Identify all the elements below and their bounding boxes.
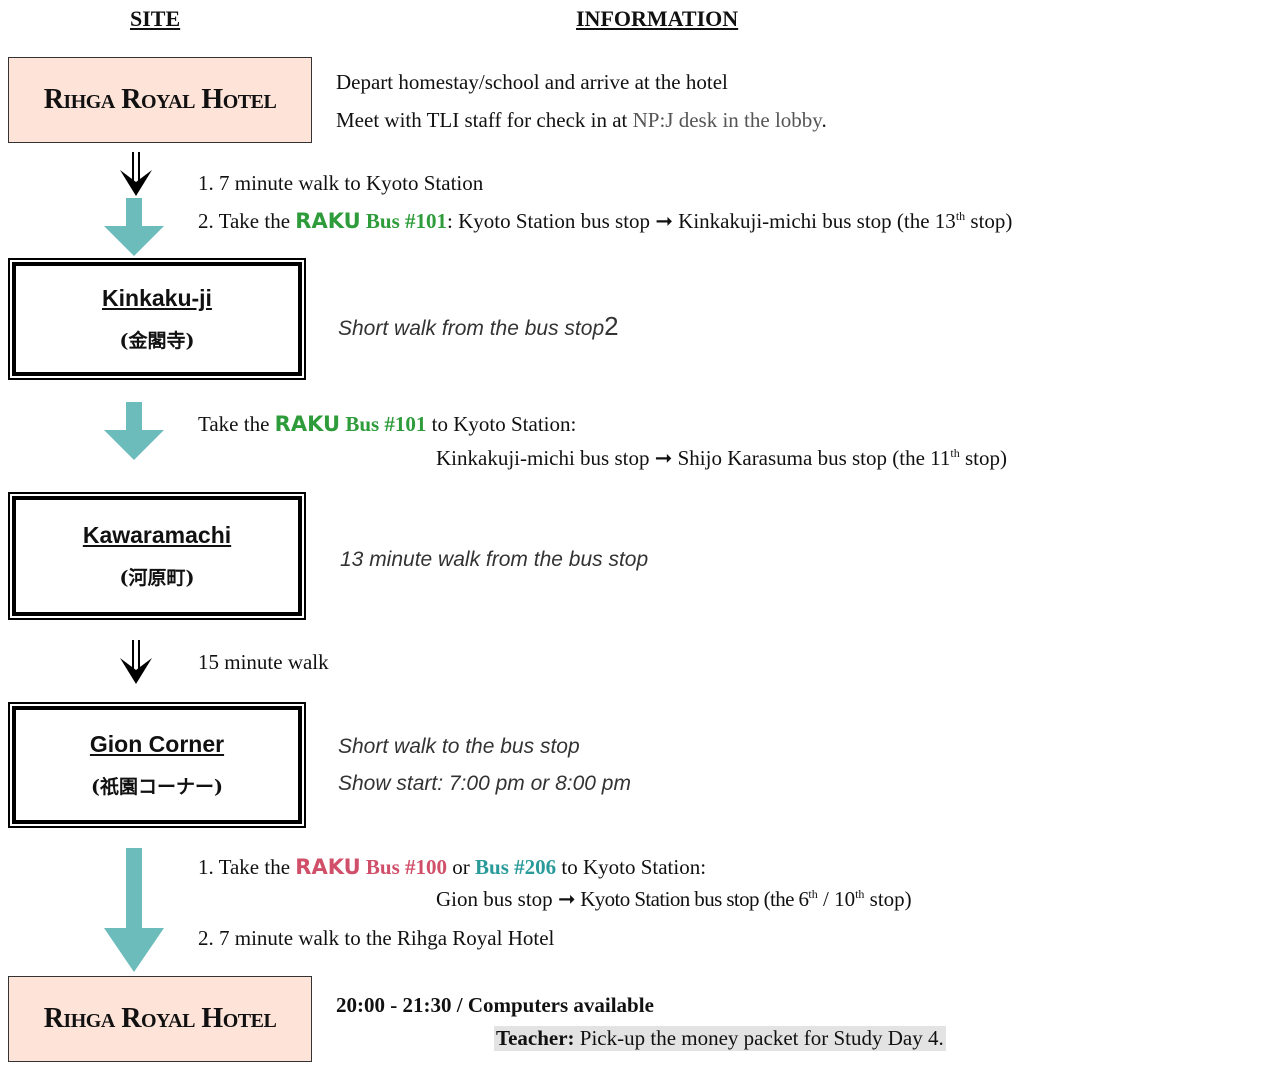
bus-arrow-icon: [104, 848, 164, 972]
transit4-line2: Gion bus stop ➞ Kyoto Station bus stop (…: [436, 887, 912, 912]
bus-number: Bus #101: [340, 412, 427, 436]
transit2-from: Kinkakuji-michi bus stop: [436, 446, 655, 470]
ordinal-suffix: th: [955, 209, 966, 223]
step1-line2-end: .: [821, 108, 827, 132]
raku-label: RAKU: [274, 412, 341, 436]
site1-info-text: Short walk from the bus stop: [338, 317, 605, 340]
teacher-label: Teacher:: [496, 1026, 575, 1050]
raku-label: RAKU: [295, 855, 361, 879]
bus-number: Bus #206: [475, 855, 557, 879]
transit4-to: Kyoto Station bus stop (the 6: [575, 887, 809, 911]
bus-number: Bus #100: [360, 855, 448, 879]
transit2-to: Shijo Karasuma bus stop (the 11: [672, 446, 951, 470]
transit1-to: Kinkakuji-michi bus stop (the 13: [672, 209, 956, 233]
teacher-text: Pick-up the money packet for Study Day 4…: [574, 1026, 944, 1050]
site-gion-corner: Gion Corner (祇園コーナー): [8, 702, 306, 828]
site-kawaramachi: Kawaramachi (河原町): [8, 492, 306, 620]
raku-label: RAKU: [295, 209, 361, 233]
site3-info2: Show start: 7:00 pm or 8:00 pm: [338, 772, 631, 795]
step1-line2: Meet with TLI staff for check in at NP:J…: [336, 108, 827, 133]
step1-line1: Depart homestay/school and arrive at the…: [336, 70, 728, 94]
transit1-end: stop): [965, 209, 1013, 233]
transit4-take: 1. Take the: [198, 855, 296, 879]
transit4-line1: 1. Take the RAKU Bus #100 or Bus #206 to…: [198, 855, 706, 880]
final-line1: 20:00 - 21:30 / Computers available: [336, 993, 654, 1017]
walk-arrow-icon: [120, 640, 152, 684]
site-kinkakuji: Kinkaku-ji (金閣寺): [8, 258, 306, 380]
site2-info: 13 minute walk from the bus stop: [340, 548, 649, 571]
transit2-end: stop): [959, 446, 1007, 470]
ordinal-suffix: th: [950, 446, 960, 460]
site-japanese-name: (金閣寺): [119, 330, 195, 352]
final-teacher-note: Teacher: Pick-up the money packet for St…: [494, 1026, 946, 1051]
bus-number: Bus #101: [360, 209, 448, 233]
header-information: INFORMATION: [576, 6, 739, 31]
transit4-or: or: [447, 855, 476, 879]
ordinal-suffix: th: [855, 887, 865, 901]
step1-line2-text: Meet with TLI staff for check in at: [336, 108, 633, 132]
site1-info-trail: 2: [604, 311, 619, 341]
site-name: Kawaramachi: [82, 522, 232, 548]
transit1-take: 2. Take the: [198, 209, 296, 233]
header-site: SITE: [130, 6, 181, 31]
hotel-logo: Rihga Royal Hotel: [43, 1003, 277, 1034]
hotel-logo-box-start: Rihga Royal Hotel: [8, 57, 312, 143]
ordinal-suffix: th: [808, 887, 818, 901]
transit2-line1: Take the RAKU Bus #101 to Kyoto Station:: [198, 412, 576, 437]
site-name: Kinkaku-ji: [102, 285, 212, 311]
transit4-mid: / 10: [817, 887, 856, 911]
site-name: Gion Corner: [89, 731, 225, 757]
site1-info: Short walk from the bus stop2: [338, 311, 619, 342]
right-arrow-icon: ➞: [655, 209, 673, 233]
bus-arrow-icon: [104, 198, 164, 256]
transit2-line2: Kinkakuji-michi bus stop ➞ Shijo Karasum…: [436, 446, 1007, 471]
right-arrow-icon: ➞: [557, 887, 576, 911]
transit1-line1: 1. 7 minute walk to Kyoto Station: [198, 171, 484, 195]
transit4-from: Gion bus stop: [436, 887, 558, 911]
np-j-desk: NP:J desk in the lobby: [632, 108, 822, 132]
walk-arrow-icon: [120, 152, 152, 196]
hotel-logo: Rihga Royal Hotel: [43, 84, 277, 115]
site-japanese-name: (祇園コーナー): [91, 776, 223, 798]
transit1-line2: 2. Take the RAKU Bus #101: Kyoto Station…: [198, 209, 1012, 234]
bus-arrow-icon: [104, 402, 164, 460]
transit1-from: : Kyoto Station bus stop: [447, 209, 656, 233]
hotel-logo-box-end: Rihga Royal Hotel: [8, 976, 312, 1062]
transit4-line3: 2. 7 minute walk to the Rihga Royal Hote…: [198, 926, 555, 950]
site-japanese-name: (河原町): [119, 567, 195, 589]
site3-info1: Short walk to the bus stop: [338, 735, 580, 758]
transit2-dest: to Kyoto Station:: [426, 412, 577, 436]
transit2-take: Take the: [198, 412, 275, 436]
right-arrow-icon: ➞: [654, 446, 673, 470]
transit4-dest: to Kyoto Station:: [556, 855, 707, 879]
transit4-end: stop): [864, 887, 912, 911]
transit3-line1: 15 minute walk: [198, 650, 329, 674]
